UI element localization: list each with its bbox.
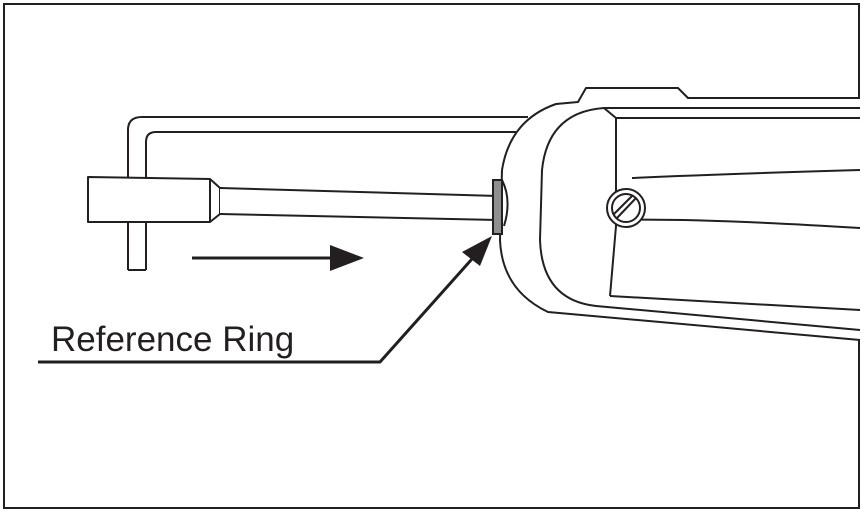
reference-ring: [492, 179, 503, 235]
callout-label: Reference Ring: [51, 320, 294, 359]
slotted-screw-icon: [606, 188, 646, 228]
instrument-body: [499, 87, 861, 341]
leader-arrow-icon: [38, 236, 492, 364]
arrow-right-icon: [192, 245, 364, 271]
hook-rod: [127, 116, 528, 271]
probe-shaft: [87, 176, 499, 223]
